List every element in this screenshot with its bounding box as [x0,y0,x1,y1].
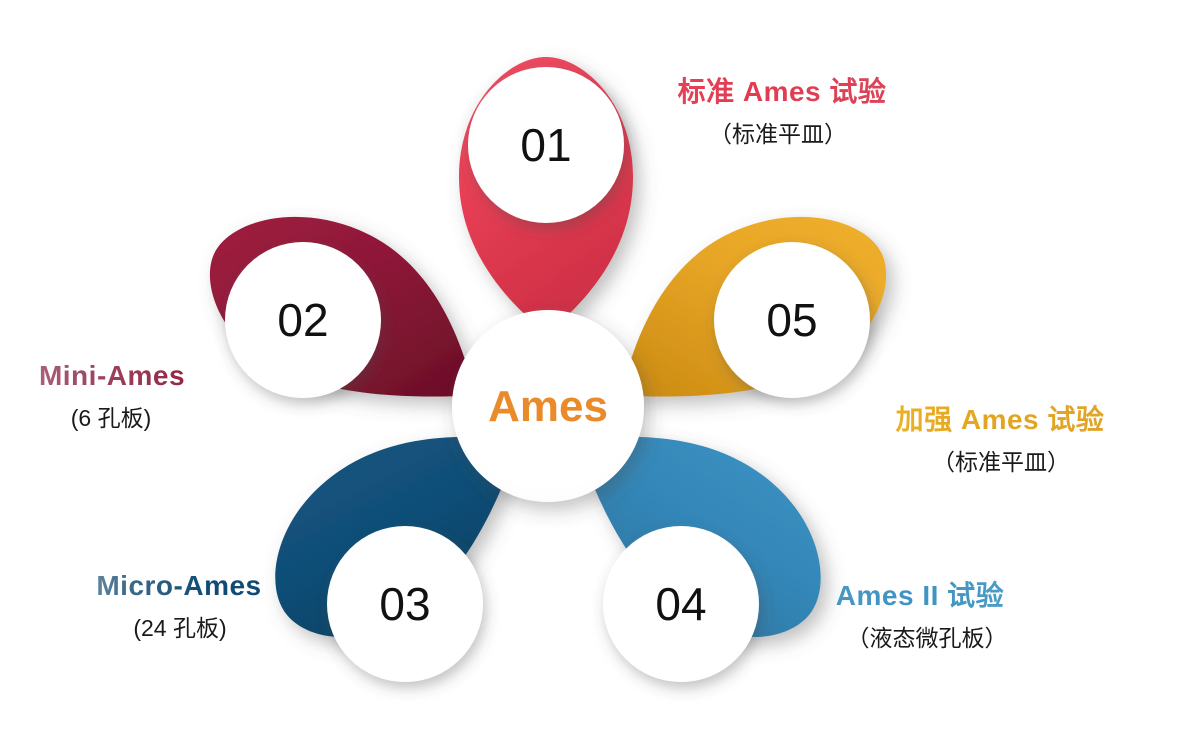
petal-01-number: 01 [520,119,571,171]
label-04-subtitle: （液态微孔板） [846,624,1008,651]
label-petal-03: Micro-Ames (24 孔板) [44,568,314,643]
label-petal-05: 加强 Ames 试验 （标准平皿） [840,402,1160,477]
center-hub[interactable]: Ames [452,310,644,502]
petal-01[interactable]: 01 [459,57,633,333]
label-03-title: Micro-Ames [44,568,314,604]
petal-04[interactable]: 04 [576,436,821,682]
label-05-title: 加强 Ames 试验 [840,402,1160,438]
label-petal-02: Mini-Ames (6 孔板) [0,358,230,433]
label-petal-01: 标准 Ames 试验 （标准平皿） [622,74,942,149]
petal-04-disc [603,526,759,682]
petal-05-number: 05 [766,294,817,346]
label-01-title: 标准 Ames 试验 [622,74,942,110]
petal-02-disc [225,242,381,398]
label-04-title: Ames II 试验 [770,578,1070,614]
center-label: Ames [488,382,608,431]
label-02-subtitle: (6 孔板) [70,404,152,431]
petal-01-disc [468,67,624,223]
label-05-subtitle: （标准平皿） [932,448,1070,475]
petal-03-number: 03 [379,578,430,630]
petal-04-number: 04 [655,578,706,630]
label-02-title: Mini-Ames [0,358,230,394]
label-petal-04: Ames II 试验 （液态微孔板） [770,578,1070,653]
petal-02-number: 02 [277,294,328,346]
label-03-subtitle: (24 孔板) [133,614,227,641]
petal-02[interactable]: 02 [209,216,473,398]
label-01-subtitle: （标准平皿） [709,120,847,147]
petal-05[interactable]: 05 [623,216,887,398]
petal-05-disc [714,242,870,398]
petal-03[interactable]: 03 [275,436,520,682]
petal-03-disc [327,526,483,682]
center-circle [452,310,644,502]
